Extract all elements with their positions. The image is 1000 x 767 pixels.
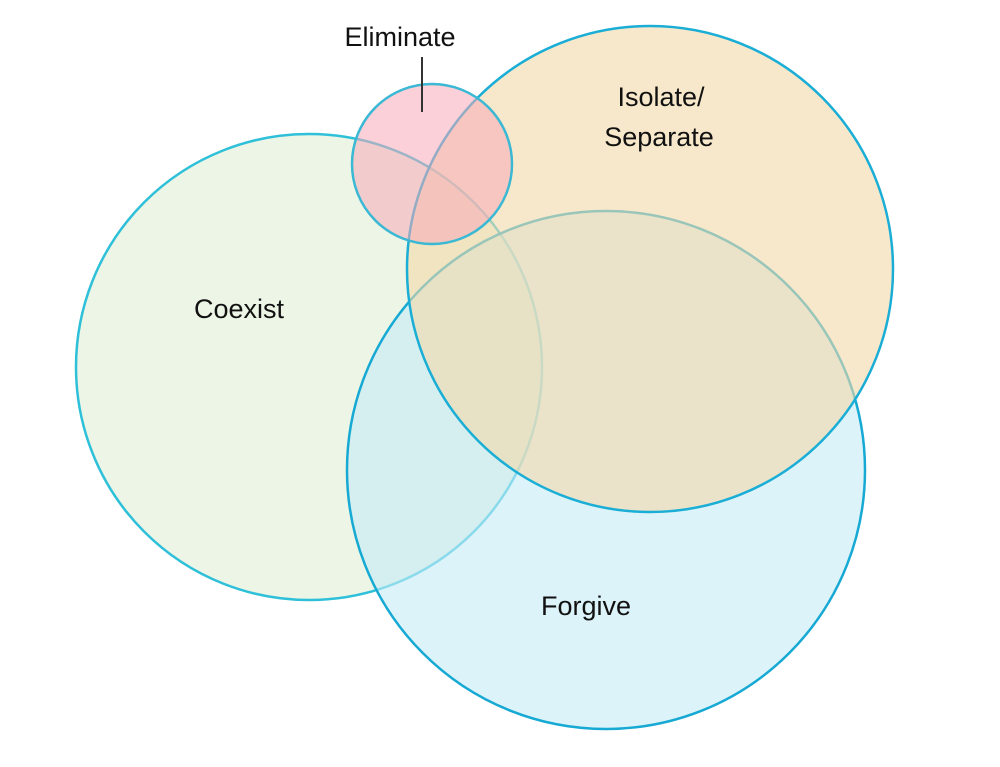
- circle-eliminate: [350, 82, 514, 246]
- label-coexist: Coexist: [194, 294, 285, 324]
- circle-isolate-separate: [405, 24, 895, 514]
- label-forgive: Forgive: [541, 591, 631, 621]
- label-eliminate: Eliminate: [344, 22, 455, 52]
- label-isolate: Isolate/: [617, 82, 705, 112]
- label-separate: Separate: [604, 122, 714, 152]
